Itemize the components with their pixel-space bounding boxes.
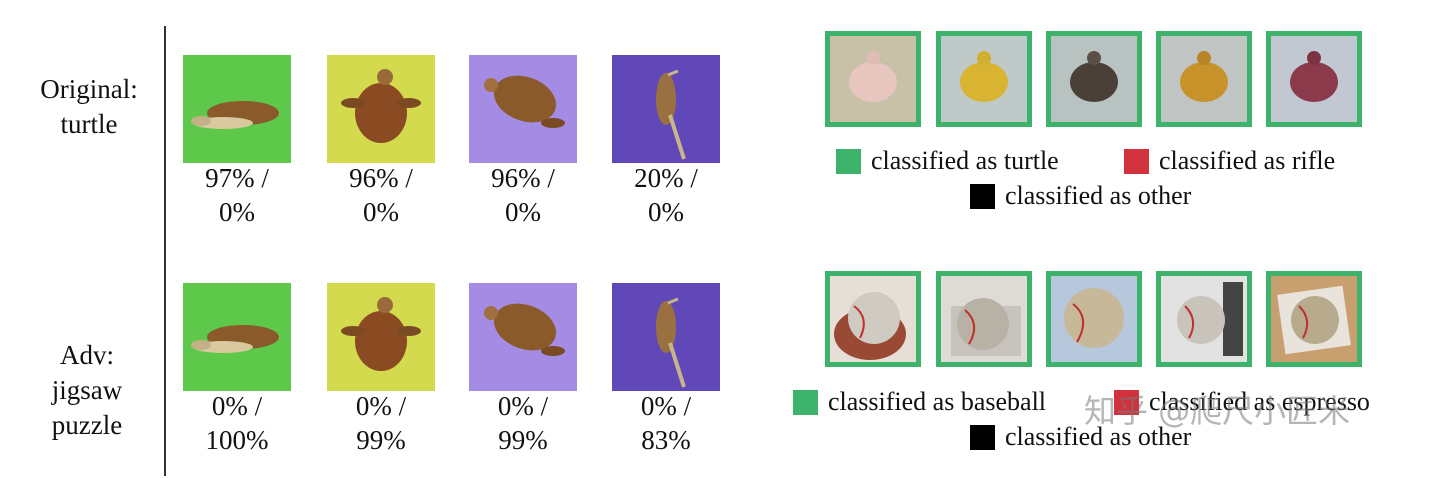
turtle-render-tile xyxy=(469,283,577,391)
baseball-photo-thumb xyxy=(825,271,921,367)
turtle-render-tile xyxy=(469,55,577,163)
turtle-photo-thumb xyxy=(1266,31,1362,127)
row-label-original: Original: turtle xyxy=(14,72,164,142)
legend-item-rifle: classified as rifle xyxy=(1124,146,1335,176)
baseball-photo-thumb xyxy=(1046,271,1142,367)
turtle-render-tile xyxy=(327,283,435,391)
tile-confidence: 97% /0% xyxy=(205,163,269,227)
tile-confidence: 20% /0% xyxy=(634,163,698,227)
tile-confidence: 0% /99% xyxy=(355,391,407,455)
row-label-adv: Adv: jigsaw puzzle xyxy=(12,338,162,443)
turtle-photo-thumb xyxy=(936,31,1032,127)
legend-swatch xyxy=(836,148,861,174)
turtle-render-tile xyxy=(612,283,720,391)
tile-confidence: 0% /83% xyxy=(640,391,692,455)
tile-confidence: 0% /99% xyxy=(497,391,549,455)
legend-item-other: classified as other xyxy=(970,181,1191,211)
legend-swatch xyxy=(1124,148,1149,174)
baseball-photo-thumb xyxy=(1266,271,1362,367)
legend-item-turtle: classified as turtle xyxy=(836,146,1059,176)
watermark-text: 知乎 @爬尺小匠米 xyxy=(1084,392,1351,430)
legend-swatch xyxy=(970,183,995,209)
row-label-line: jigsaw xyxy=(51,375,123,405)
turtle-photo-thumb xyxy=(1046,31,1142,127)
turtle-photo-thumb xyxy=(825,31,921,127)
turtle-render-tile xyxy=(327,55,435,163)
tile-confidence: 96% /0% xyxy=(491,163,555,227)
row-label-line: puzzle xyxy=(51,410,123,440)
vertical-divider xyxy=(164,26,166,476)
turtle-render-tile xyxy=(183,55,291,163)
baseball-photo-thumb xyxy=(936,271,1032,367)
legend-swatch xyxy=(793,389,818,415)
legend-label: classified as espresso xyxy=(1149,387,1370,416)
legend-swatch xyxy=(970,424,995,450)
legend-label: classified as baseball xyxy=(828,387,1047,416)
row-label-line: Original: xyxy=(40,74,138,104)
row-label-line: turtle xyxy=(60,109,118,139)
legend-item-other: classified as other xyxy=(970,422,1191,452)
turtle-render-tile xyxy=(612,55,720,163)
row-label-line: Adv: xyxy=(60,340,114,370)
legend-label: classified as other xyxy=(1005,181,1192,210)
turtle-render-tile xyxy=(183,283,291,391)
legend-label: classified as rifle xyxy=(1159,146,1336,175)
legend-label: classified as turtle xyxy=(871,146,1059,175)
turtle-photo-thumb xyxy=(1156,31,1252,127)
baseball-photo-thumb xyxy=(1156,271,1252,367)
legend-item-baseball: classified as baseball xyxy=(793,387,1046,417)
legend-item-espresso: classified as espresso xyxy=(1114,387,1370,417)
tile-confidence: 96% /0% xyxy=(349,163,413,227)
tile-confidence: 0% /100% xyxy=(205,391,269,455)
legend-label: classified as other xyxy=(1005,422,1192,451)
legend-swatch xyxy=(1114,389,1139,415)
